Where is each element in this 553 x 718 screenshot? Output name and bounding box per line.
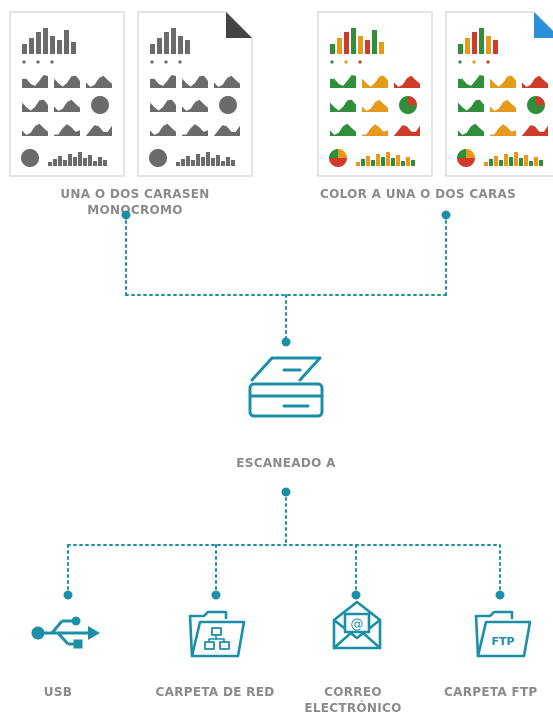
email-label-line1: CORREO — [324, 685, 382, 699]
connector-dot — [63, 590, 73, 600]
connector-dot — [351, 590, 361, 600]
ftp-folder-label: CARPETA FTP — [444, 685, 538, 699]
ftp-folder-icon: FTP — [472, 606, 534, 660]
connector-dot — [121, 210, 131, 220]
mono-label-line2: MONOCROMO — [87, 203, 183, 217]
connector-dot — [281, 487, 291, 497]
mono-page-back — [136, 10, 254, 178]
connector-dot — [495, 590, 505, 600]
mono-page-front — [8, 10, 126, 178]
color-page-front — [316, 10, 434, 178]
connector-dot — [281, 337, 291, 347]
scanner-icon — [244, 352, 328, 422]
usb-icon — [28, 616, 104, 650]
email-at-symbol: @ — [351, 617, 364, 632]
color-label-line1: COLOR A UNA O DOS CARAS — [320, 187, 517, 201]
email-label: CORREO ELECTRÓNICO — [298, 684, 408, 716]
connector-dot — [211, 590, 221, 600]
mono-source-label: UNA O DOS CARASEN MONOCROMO — [40, 186, 230, 218]
color-source-label: COLOR A UNA O DOS CARAS — [320, 186, 553, 202]
color-page-back — [444, 10, 553, 178]
email-label-line2: ELECTRÓNICO — [304, 701, 402, 715]
email-icon: @ — [330, 598, 384, 652]
usb-label: USB — [43, 685, 73, 699]
network-folder-label: CARPETA DE RED — [155, 685, 275, 699]
connector-dot — [441, 210, 451, 220]
ftp-badge: FTP — [491, 635, 514, 648]
network-folder-icon — [186, 606, 248, 660]
scanner-label: ESCANEADO A — [236, 456, 336, 470]
mono-label-line1: UNA O DOS CARASEN — [60, 187, 210, 201]
